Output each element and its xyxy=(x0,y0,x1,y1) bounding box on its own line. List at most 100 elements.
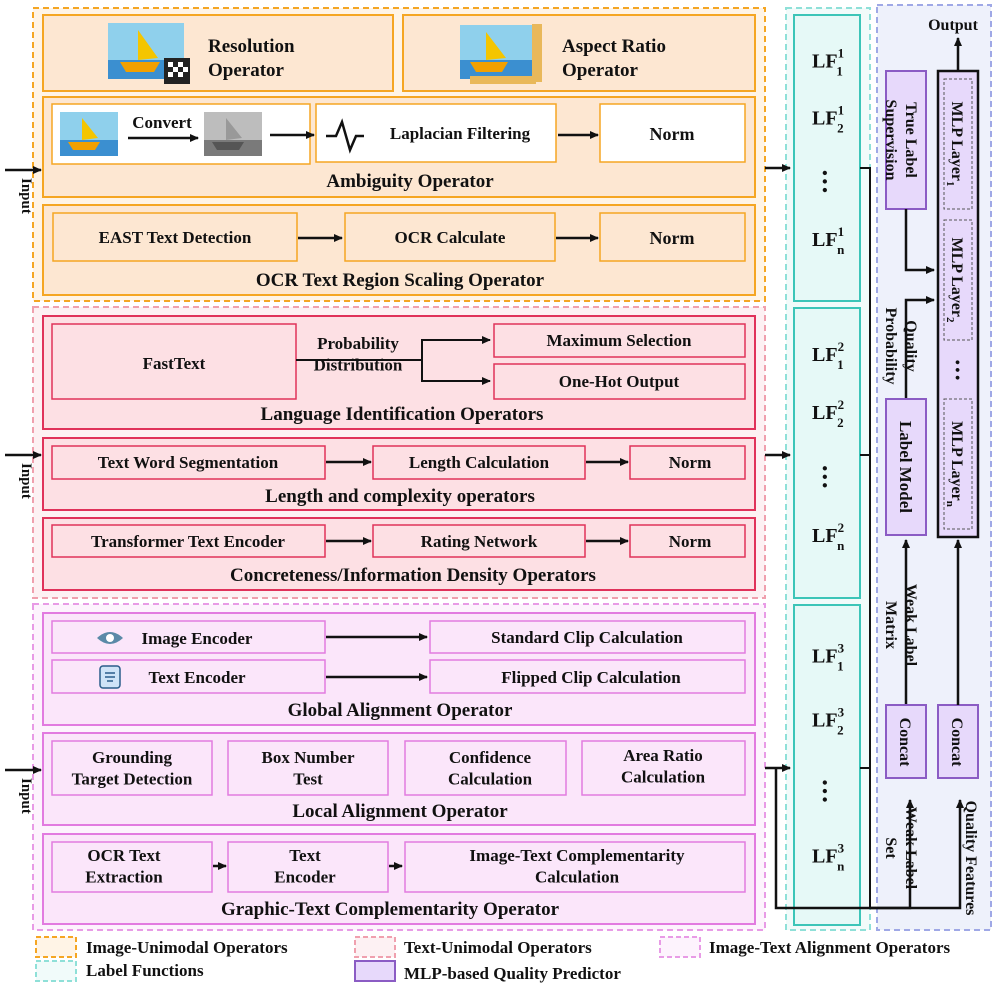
legend-image-unimodal-swatch xyxy=(35,936,77,958)
lf-group-1-box xyxy=(793,14,861,302)
document-icon xyxy=(99,665,121,689)
lf-group-2-box xyxy=(793,307,861,599)
weak-label-matrix-text: Weak LabelMatrix xyxy=(882,584,919,667)
weak-label-set-text: Weak LabelSet xyxy=(882,807,919,890)
legend-text-unimodal-swatch xyxy=(354,936,396,958)
complementarity-title: Graphic-Text Complementarity Operator xyxy=(221,899,560,920)
input-label-3: Input xyxy=(18,778,34,814)
length-norm-box xyxy=(629,445,746,480)
language-identification-title: Language Identification Operators xyxy=(261,404,544,425)
lf-dots-1: ● ● ● xyxy=(819,170,830,193)
concreteness-norm-label: Norm xyxy=(669,532,711,551)
word-segmentation-box xyxy=(51,445,326,480)
true-label-box xyxy=(885,70,927,210)
ambiguity-norm-box xyxy=(599,103,746,163)
mlp-dots: ● ● ● xyxy=(953,360,963,381)
area-ratio-calc-box xyxy=(581,740,746,796)
complement-text-encoder-box xyxy=(227,841,389,893)
ocr-calculate-label: OCR Calculate xyxy=(395,228,506,247)
mlp-layer-2-label: MLP Layer2 xyxy=(944,237,965,323)
confidence-calc-box xyxy=(404,740,567,796)
flipped-clip-box xyxy=(429,659,746,694)
rating-network-label: Rating Network xyxy=(421,532,538,551)
to-onehot-arrow xyxy=(421,360,491,385)
rating-network-box xyxy=(372,524,586,558)
color-image-icon xyxy=(60,112,118,156)
ambiguity-norm-label: Norm xyxy=(650,124,695,144)
east-text-detection-box xyxy=(52,212,298,262)
concat-left-box xyxy=(885,704,927,779)
fasttext-label: FastText xyxy=(143,354,206,373)
word-segmentation-label: Text Word Segmentation xyxy=(98,453,279,472)
true-label-text: True LabelSupervision xyxy=(882,100,919,181)
image-encoder-label: Image Encoder xyxy=(142,629,253,648)
label-model-box xyxy=(885,398,927,536)
fasttext-box xyxy=(51,323,297,400)
legend-label-functions-label: Label Functions xyxy=(86,961,204,980)
concat-right-text: Concat xyxy=(948,718,965,768)
global-alignment-title: Global Alignment Operator xyxy=(288,700,513,721)
ocr-scaling-operator-title: OCR Text Region Scaling Operator xyxy=(256,270,545,291)
transformer-encoder-box xyxy=(51,524,326,558)
mlp-layer-2-box xyxy=(943,219,973,341)
legend-image-unimodal-label: Image-Unimodal Operators xyxy=(86,938,288,957)
mlp-layer-n-box xyxy=(943,398,973,530)
input-label-1: Input xyxy=(18,178,34,214)
length-norm-label: Norm xyxy=(669,453,711,472)
ocr-extraction-box xyxy=(51,841,213,893)
onehot-output-box xyxy=(493,363,746,400)
waveform-icon xyxy=(326,118,364,154)
label-model-text: Label Model xyxy=(896,421,915,513)
ocr-calculate-box xyxy=(344,212,556,262)
true-label-arrow xyxy=(904,209,935,274)
text-encoder-box xyxy=(51,659,326,694)
length-complexity-title: Length and complexity operators xyxy=(265,486,535,507)
legend-text-unimodal-label: Text-Unimodal Operators xyxy=(404,938,592,957)
length-calculation-label: Length Calculation xyxy=(409,453,550,472)
to-max-selection-arrow xyxy=(421,336,491,360)
concat-left-text: Concat xyxy=(896,718,913,768)
quality-probability-arrow xyxy=(904,296,935,398)
ambiguity-operator-title: Ambiguity Operator xyxy=(326,171,494,192)
concreteness-title: Concreteness/Information Density Operato… xyxy=(230,565,596,586)
legend-alignment-swatch xyxy=(659,936,701,958)
legend-alignment-label: Image-Text Alignment Operators xyxy=(709,938,951,957)
box-number-test-box xyxy=(227,740,389,796)
quality-features-line xyxy=(774,768,964,910)
grayscale-image-icon xyxy=(204,112,262,156)
laplacian-filtering-label: Laplacian Filtering xyxy=(390,124,531,143)
transformer-encoder-label: Transformer Text Encoder xyxy=(91,532,285,551)
aspect-ratio-image-icon xyxy=(460,24,542,84)
laplacian-filtering-box xyxy=(315,103,557,163)
legend-label-functions-swatch xyxy=(35,960,77,982)
complement-calc-box xyxy=(404,841,746,893)
mlp-layer-n-label: MLP Layern xyxy=(944,421,965,507)
ocr-norm-label: Norm xyxy=(650,228,695,248)
mlp-layer-1-box xyxy=(943,78,973,210)
resolution-image-icon xyxy=(108,23,190,84)
maximum-selection-box xyxy=(493,323,746,358)
maximum-selection-label: Maximum Selection xyxy=(547,331,692,350)
output-label: Output xyxy=(928,17,978,34)
lf-group-3-box xyxy=(793,604,861,926)
flipped-clip-label: Flipped Clip Calculation xyxy=(501,668,681,687)
legend-mlp-swatch xyxy=(354,960,396,982)
grounding-detection-box xyxy=(51,740,213,796)
image-encoder-box xyxy=(51,620,326,654)
east-text-detection-label: EAST Text Detection xyxy=(99,228,252,247)
standard-clip-label: Standard Clip Calculation xyxy=(491,628,683,647)
onehot-output-label: One-Hot Output xyxy=(559,372,680,391)
standard-clip-box xyxy=(429,620,746,654)
resolution-operator-box xyxy=(42,14,394,92)
